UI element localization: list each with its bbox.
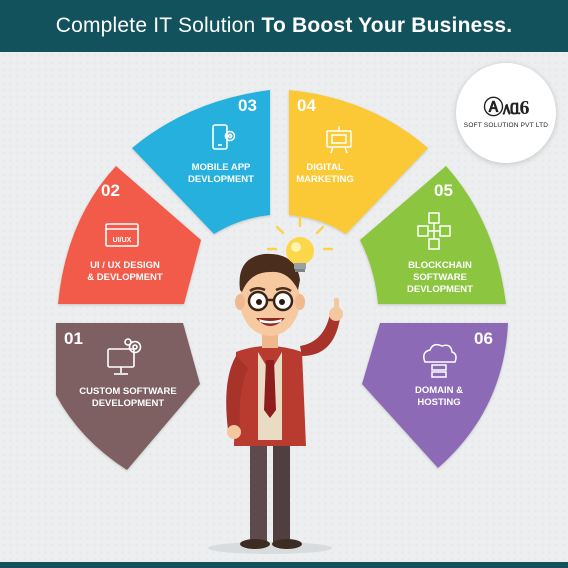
segment-label-line1: BLOCKCHAIN [408,260,472,271]
marketing-board-icon [326,126,352,154]
service-segment-04: 04 DIGITAL MARKETING [289,90,428,234]
company-logo: Ⓐ᥈ᥲ6 SOFT SOLUTION PVT LTD [456,63,556,163]
service-segment-02: 02 UI/UX UI / UX DESIGN & DEVLOPMENT [58,166,201,304]
segment-label-line1: DIGITAL [306,162,343,173]
segment-number: 06 [474,329,493,348]
segment-number: 05 [434,181,453,200]
title-bold: To Boost Your Business. [261,14,513,37]
segment-label-line2: DEVLOPMENT [188,174,254,185]
segment-number: 03 [238,96,257,115]
header-banner: Complete IT Solution To Boost Your Busin… [0,0,568,52]
segment-number: 04 [297,96,316,115]
segment-number: 02 [101,181,120,200]
segment-number: 01 [64,329,83,348]
segment-label-line1: UI / UX DESIGN [90,260,160,271]
browser-window-icon [105,223,139,247]
page-title: Complete IT Solution To Boost Your Busin… [56,14,513,38]
segment-label-line2: HOSTING [417,397,460,408]
segment-label-line2: SOFTWARE [413,272,467,283]
footer-bar [0,562,568,568]
desktop-gear-icon [107,338,142,375]
segment-label-line1: DOMAIN & [415,385,463,396]
segment-label-line1: CUSTOM SOFTWARE [79,386,176,397]
blockchain-cubes-icon [417,212,451,250]
service-segment-01: 01 CUSTOM SOFTWARE DEVELOPMENT [56,323,200,470]
mobile-gear-icon [212,124,236,150]
title-regular: Complete IT Solution [55,14,262,37]
lightbulb-icon [266,215,334,272]
segment-label-line2: DEVELOPMENT [92,398,165,409]
service-segment-05: 05 BLOCKCHAIN SOFTWARE DEVLOPMENT [360,166,506,304]
cloud-server-icon [423,343,457,378]
segment-label-line2: MARKETING [296,174,354,185]
service-segment-03: 03 MOBILE APP DEVLOPMENT [132,90,270,234]
service-segment-06: 06 DOMAIN & HOSTING [362,323,508,468]
segment-label-line2: & DEVLOPMENT [87,272,163,283]
logo-mark: Ⓐ᥈ᥲ6 [483,96,529,119]
businessman-illustration [208,253,343,554]
segment-label-line1: MOBILE APP [192,162,251,173]
logo-tagline: SOFT SOLUTION PVT LTD [463,121,549,129]
browser-icon-text: UI/UX [113,237,132,244]
segment-label-line3: DEVLOPMENT [407,284,473,295]
